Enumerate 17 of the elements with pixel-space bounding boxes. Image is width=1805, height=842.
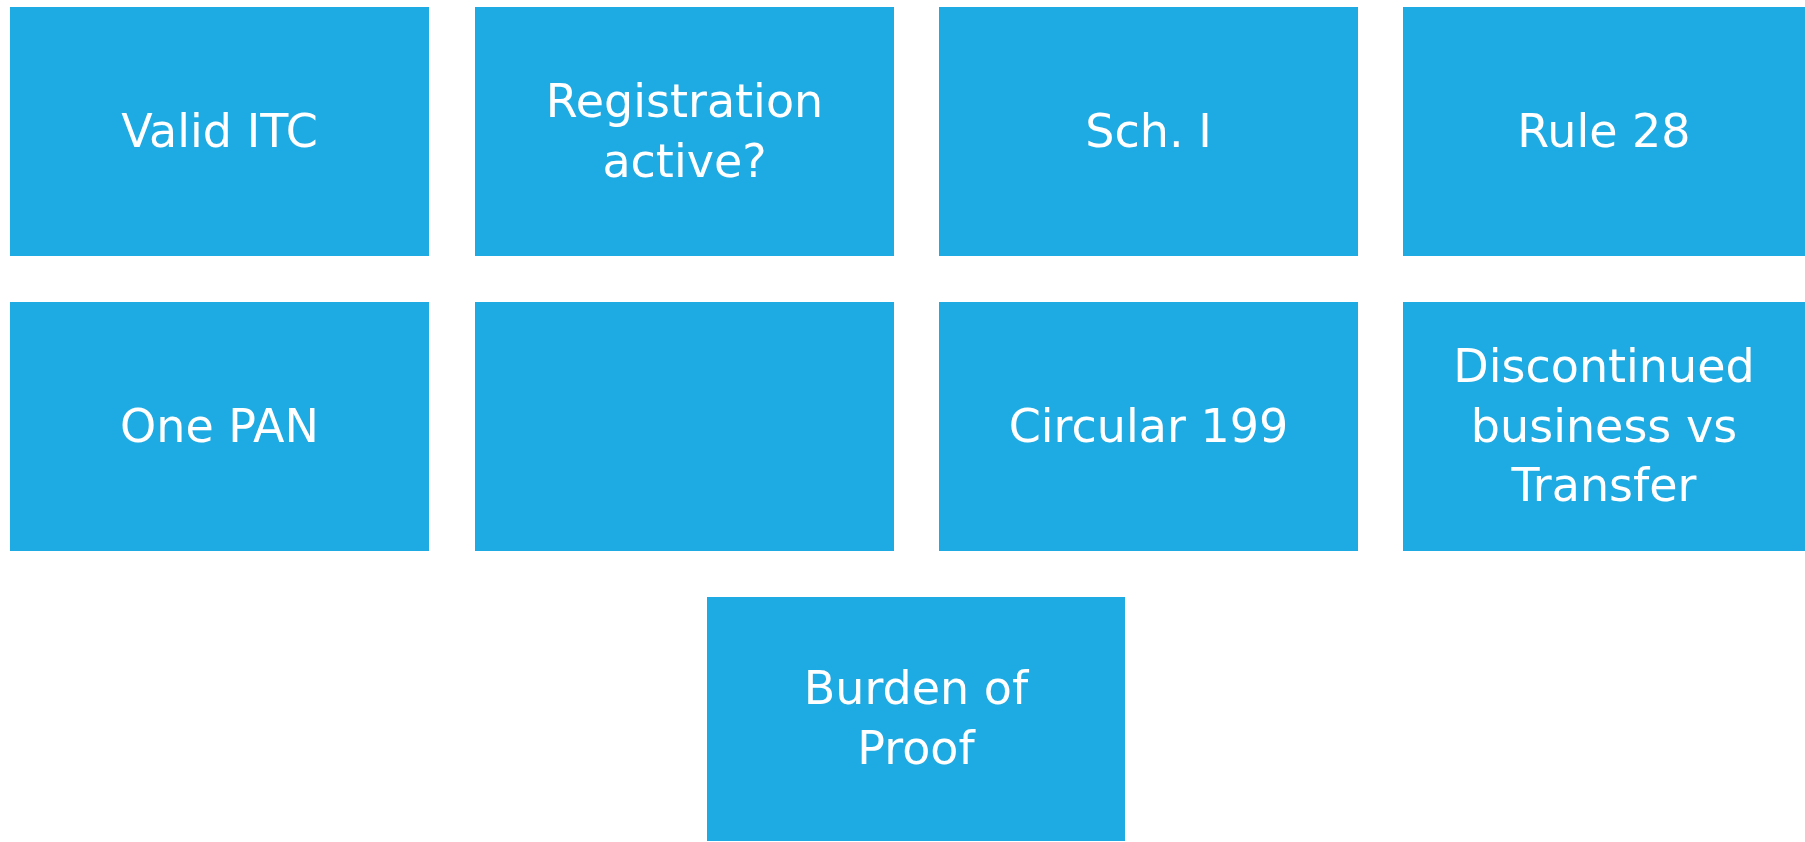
topic-box xyxy=(1403,7,1805,256)
topic-label: Registration active? xyxy=(544,72,825,190)
topic-label: Discontinued business vs Transfer xyxy=(1452,337,1756,515)
topic-box xyxy=(10,302,429,551)
blank-box xyxy=(475,302,894,551)
topic-label: Circular 199 xyxy=(1008,397,1289,455)
topic-box xyxy=(707,597,1125,841)
topic-label: Valid ITC xyxy=(121,102,318,160)
topic-box xyxy=(475,7,894,256)
topic-box xyxy=(1403,302,1805,551)
topic-label: Sch. I xyxy=(1085,102,1212,160)
topic-label: Burden of Proof xyxy=(802,660,1030,777)
topic-box xyxy=(10,7,429,256)
topic-label: Rule 28 xyxy=(1517,102,1691,160)
topic-box xyxy=(939,302,1358,551)
topic-box xyxy=(939,7,1358,256)
topic-label: One PAN xyxy=(120,397,319,455)
